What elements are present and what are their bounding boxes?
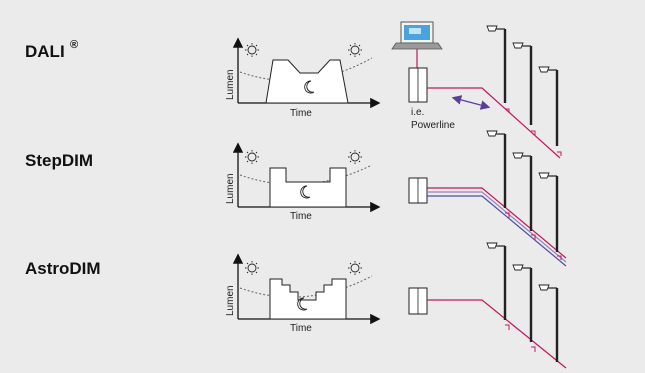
dimming-profile-chart-dali: Lumen Time [225, 37, 381, 119]
x-axis-label: Time [290, 108, 312, 119]
lamp-feed-lines [505, 212, 562, 260]
street-lamp-icon [486, 25, 507, 103]
x-axis-label: Time [290, 323, 312, 334]
sun-icon [245, 43, 259, 57]
light-output-profile [269, 167, 347, 208]
section-title-astrodim: AstroDIM [25, 259, 101, 278]
dimming-profile-chart-astrodim: Lumen Time [225, 253, 381, 334]
street-lamp-icon [538, 284, 559, 362]
powerline-label-ie: i.e. [411, 107, 424, 118]
sun-icon [348, 43, 362, 57]
moon-icon [297, 297, 308, 311]
section-dali: DALI ® Lumen Time [25, 21, 562, 159]
section-title-dali: DALI [25, 42, 65, 61]
street-lamp-icon [512, 152, 533, 231]
x-axis-label: Time [290, 211, 312, 222]
control-box-icon [408, 177, 428, 204]
light-output-profile [269, 278, 347, 320]
street-lamp-icon [486, 242, 507, 320]
section-astrodim: AstroDIM Lumen Time [25, 242, 567, 369]
moon-icon [300, 185, 311, 199]
power-line [427, 299, 567, 369]
y-axis-label: Lumen [225, 285, 236, 316]
powerline-label: Powerline [411, 120, 455, 131]
street-lamp-icon [538, 66, 559, 146]
section-stepdim: StepDIM Lumen Time [25, 130, 567, 267]
y-axis-label: Lumen [225, 173, 236, 204]
y-axis-label: Lumen [225, 69, 236, 100]
sun-icon [348, 261, 362, 275]
sun-icon [348, 150, 362, 164]
light-output-profile [265, 59, 349, 104]
step-control-line [427, 195, 567, 267]
ambient-light-curve [239, 57, 373, 82]
ambient-light-curve [239, 275, 373, 298]
lamp-feed-lines [505, 108, 562, 156]
lamp-feed-lines [505, 324, 536, 352]
section-title-stepdim: StepDIM [25, 151, 93, 170]
street-lamp-icon [486, 130, 507, 208]
laptop-icon [391, 21, 443, 50]
bidirectional-arrow-icon [451, 95, 491, 110]
control-box-icon [408, 287, 428, 315]
registered-mark: ® [70, 39, 78, 51]
step-control-line [427, 191, 567, 263]
power-line [427, 187, 567, 259]
power-line [427, 87, 561, 159]
street-lamp-icon [538, 172, 559, 252]
street-lamp-icon [512, 42, 533, 125]
moon-icon [304, 80, 315, 94]
sun-icon [245, 261, 259, 275]
sun-icon [245, 150, 259, 164]
street-lamp-icon [512, 264, 533, 342]
dimming-profile-chart-stepdim: Lumen Time [225, 142, 381, 222]
control-box-icon [408, 67, 428, 103]
